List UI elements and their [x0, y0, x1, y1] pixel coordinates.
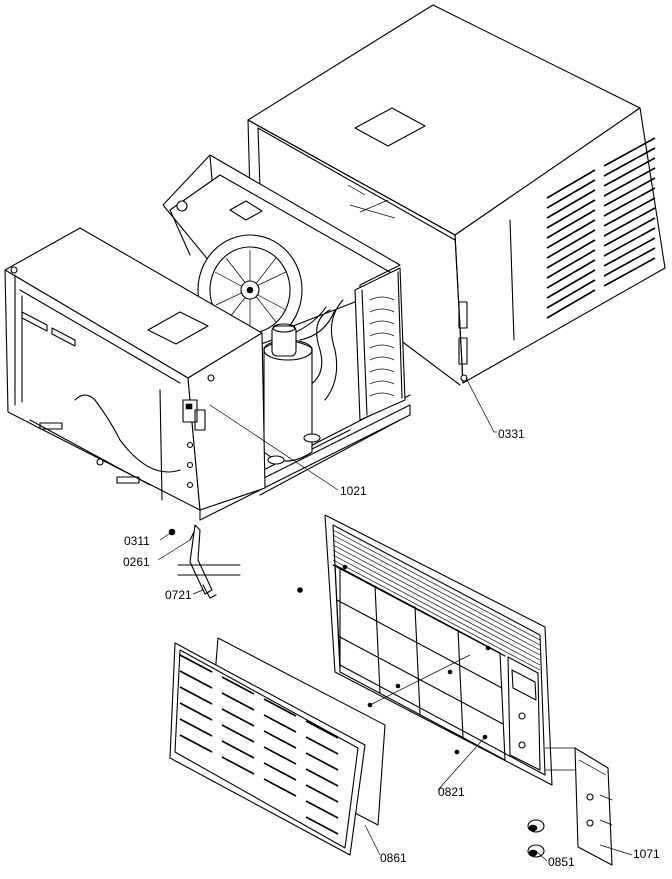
callout-labels: 0331 1021 0311 0261 0721 0821 0861 0851 …: [123, 427, 660, 869]
outer-cabinet: [247, 4, 666, 386]
condenser-coil: [299, 267, 406, 421]
callout-0261: 0261: [123, 555, 150, 569]
callout-1071: 1071: [633, 847, 660, 861]
compressor: [263, 306, 336, 465]
callout-0311: 0311: [124, 534, 150, 548]
callout-0821: 0821: [438, 785, 465, 799]
cabinet-side-vents: [546, 137, 656, 319]
callout-0861: 0861: [380, 851, 407, 865]
leader-lines: [157, 377, 633, 862]
callout-0721: 0721: [165, 588, 192, 602]
callout-0331: 0331: [498, 427, 525, 441]
control-panel-nameplate: [545, 747, 613, 866]
grille-top-louvers: [332, 529, 541, 671]
front-louver-grille: [169, 642, 366, 856]
louver-slots: [179, 654, 339, 835]
drain-tube-assembly: [168, 524, 241, 599]
callout-0851: 0851: [548, 855, 575, 869]
chassis-front-section: [4, 227, 266, 511]
callout-1021: 1021: [340, 484, 367, 498]
